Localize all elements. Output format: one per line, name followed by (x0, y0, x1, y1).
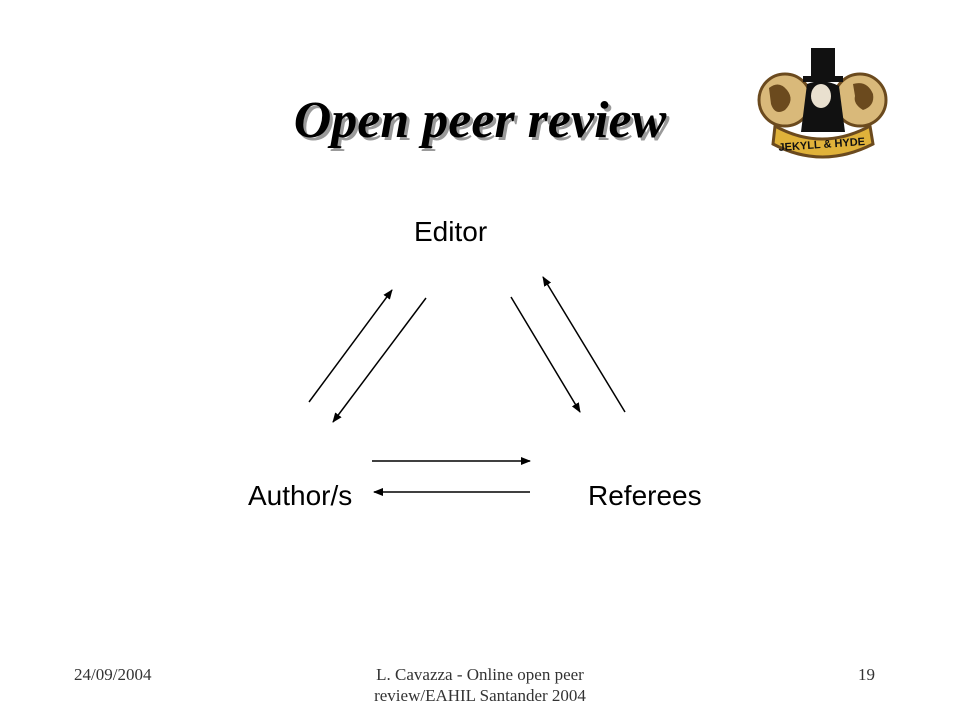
footer-center-line2: review/EAHIL Santander 2004 (374, 686, 586, 706)
arrow-referees-to-editor (542, 276, 626, 413)
footer-author-event: L. Cavazza - Online open peer review/EAH… (320, 664, 640, 707)
footer-center-line1: L. Cavazza - Online open peer (376, 665, 584, 684)
page-number: 19 (858, 665, 875, 684)
node-editor: Editor (414, 216, 488, 247)
arrow-editor-to-author (332, 297, 427, 423)
footer-date: 24/09/2004 (74, 665, 152, 684)
arrow-author-to-editor (308, 289, 393, 403)
jekyll-hyde-logo-icon: JEKYLL & HYDE (757, 48, 888, 159)
node-author: Author/s (248, 480, 353, 511)
node-referees: Referees (588, 480, 702, 511)
slide-title: Open peer review (293, 92, 667, 149)
arrow-editor-to-referees (510, 296, 581, 413)
